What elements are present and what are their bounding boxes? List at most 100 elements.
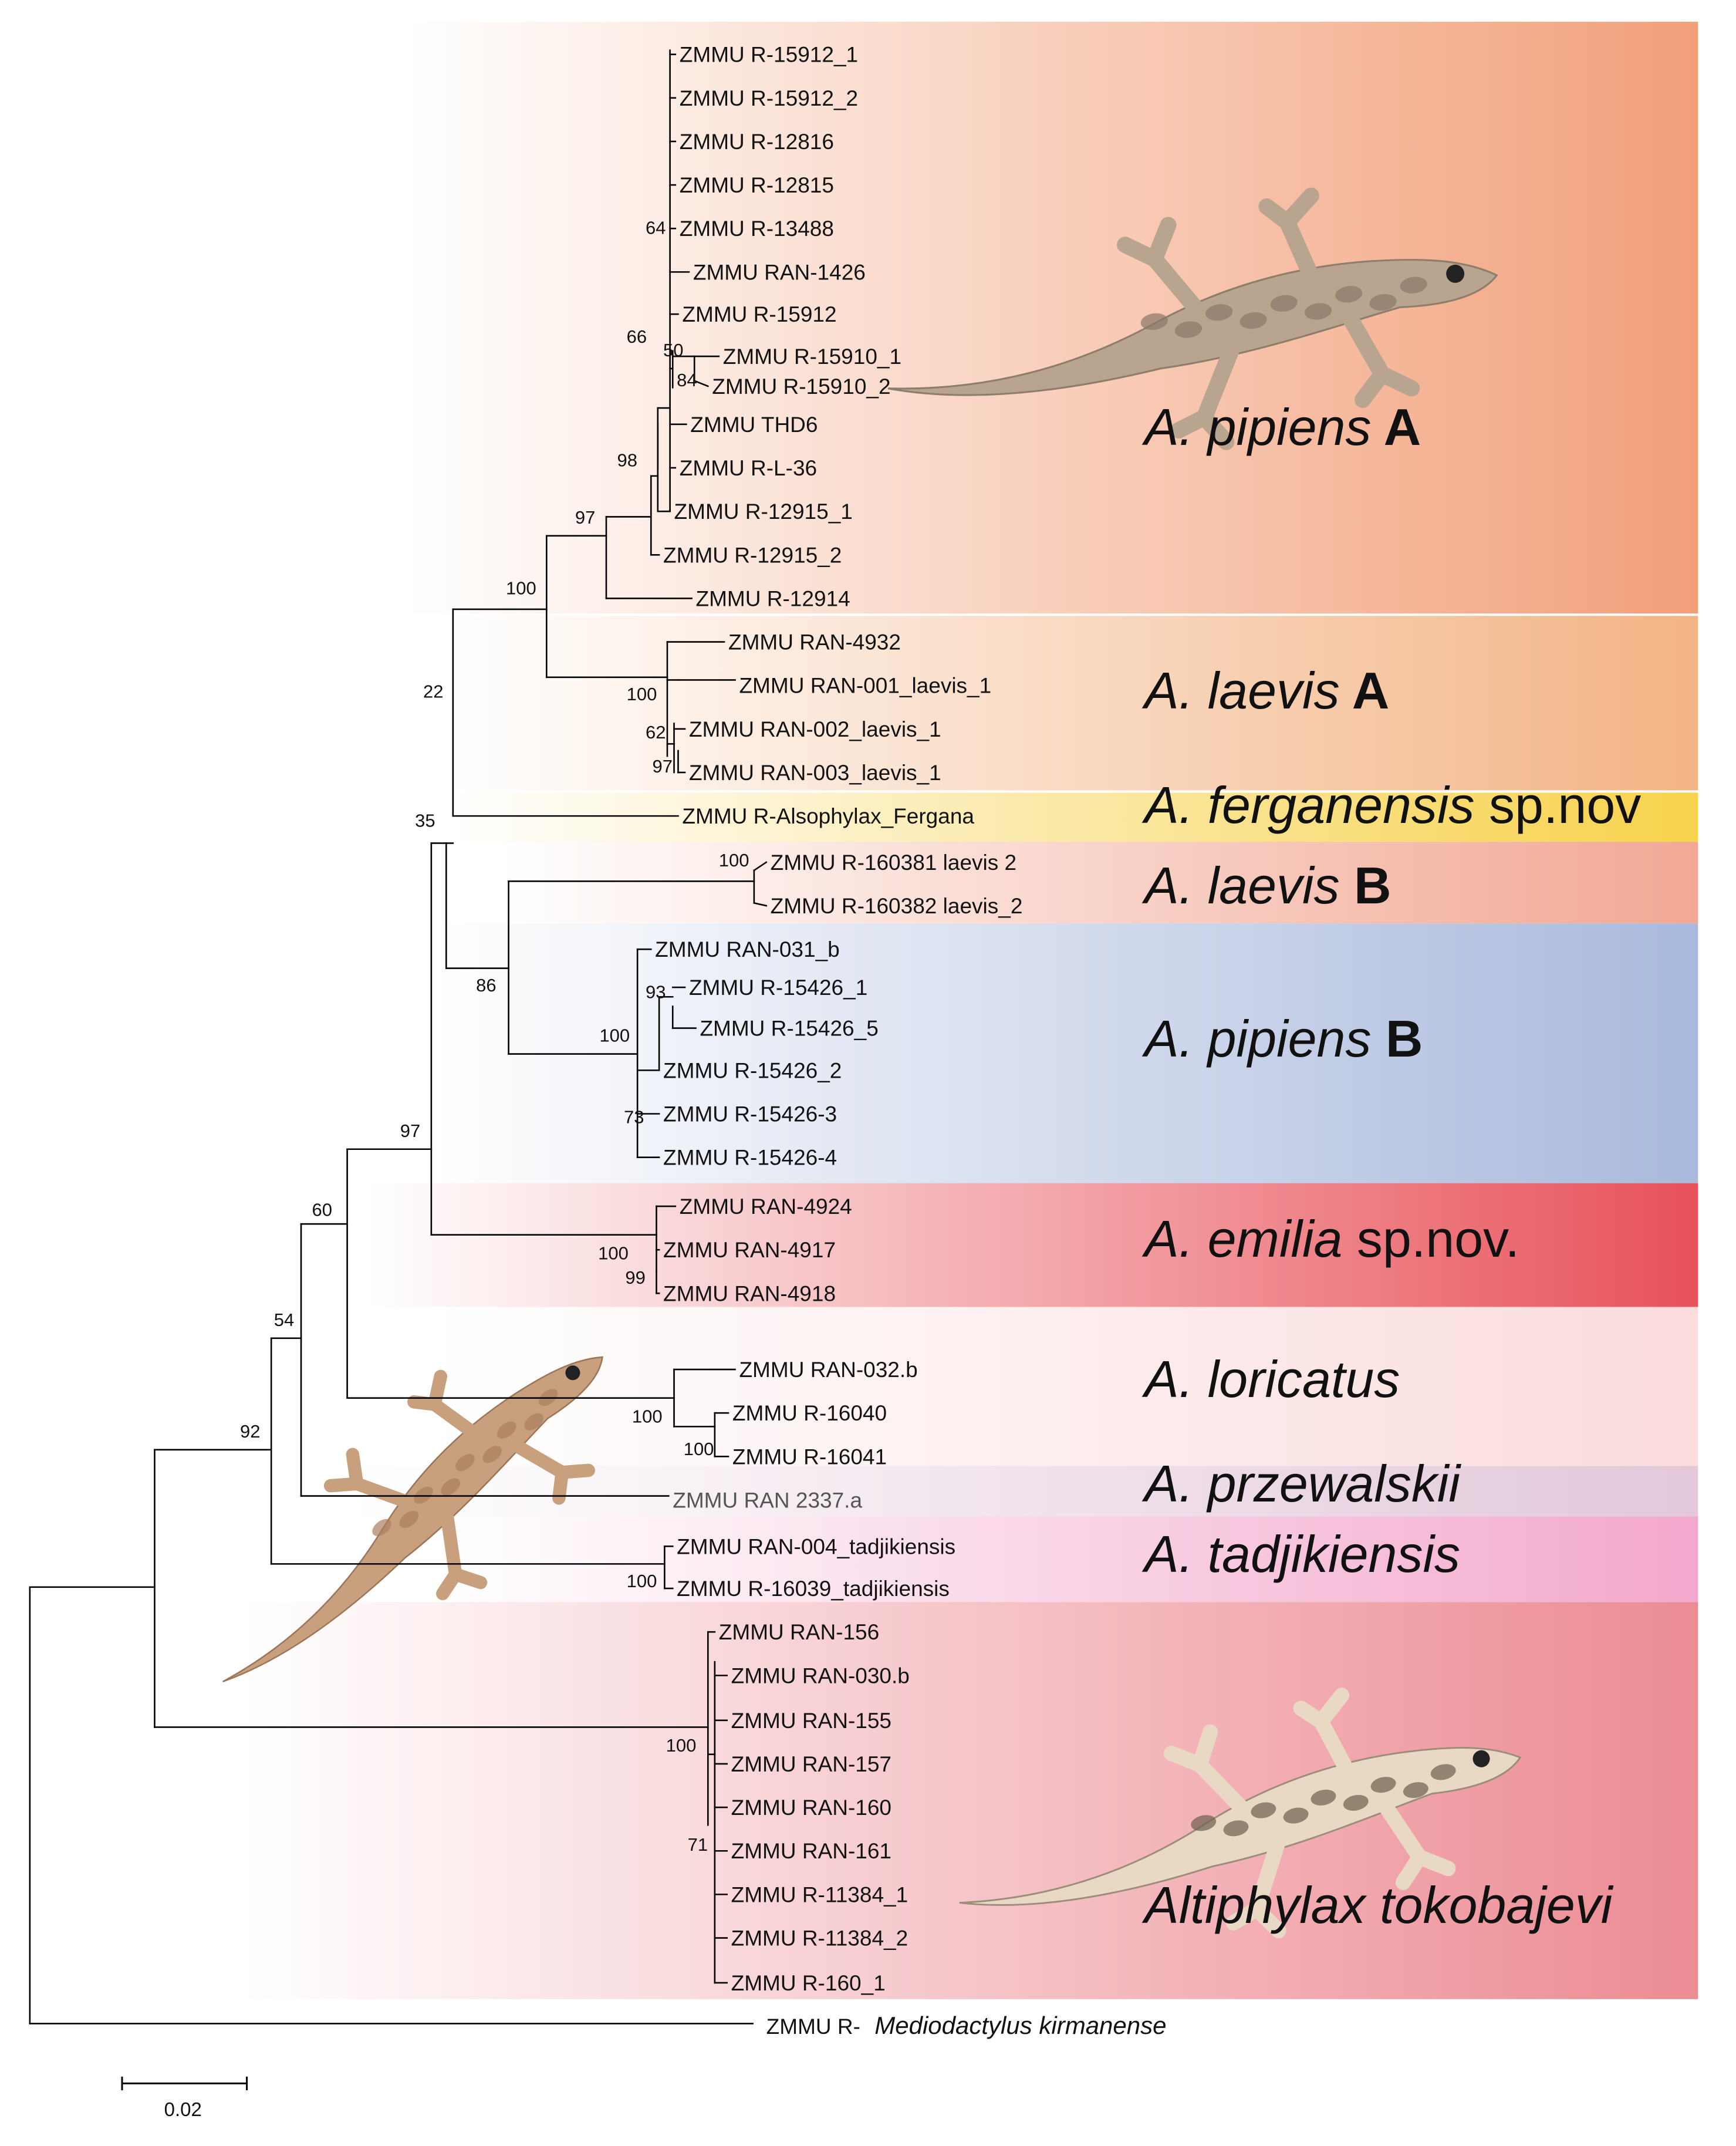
leaf-label: ZMMU RAN-1426 (693, 260, 866, 284)
bootstrap-value: 100 (666, 1735, 697, 1756)
leaf-label: ZMMU RAN-160 (731, 1796, 891, 1820)
gecko-spot (1191, 1815, 1217, 1831)
clade-name: A. loricatus (1144, 1349, 1400, 1408)
clade-name: A. ferganensis (1144, 775, 1475, 834)
clade-suffix: B (1339, 856, 1391, 915)
leaf-label: ZMMU R-15426_1 (689, 976, 867, 1000)
bootstrap-value: 73 (624, 1107, 644, 1128)
bootstrap-value: 100 (684, 1439, 714, 1459)
leaf-label: ZMMU THD6 (690, 413, 818, 437)
leaf-label: ZMMU R-15426_5 (700, 1017, 878, 1041)
gecko-spot (1174, 321, 1203, 338)
leaf-label: ZMMU R-12816 (680, 130, 834, 154)
leaf-label: ZMMU RAN-001_laevis_1 (739, 674, 991, 698)
clade-label-pipB: A. pipiens B (1144, 1009, 1423, 1069)
clade-label-alti: Altiphylax tokobajevi (1144, 1875, 1612, 1935)
gecko-spot (414, 1486, 433, 1504)
bootstrap-value: 92 (240, 1421, 260, 1442)
gecko-tokobajevi-photo (959, 1688, 1522, 1939)
gecko-eye (1472, 1750, 1490, 1767)
gecko-spot (497, 1421, 516, 1439)
clade-name: A. tadjikiensis (1144, 1525, 1461, 1584)
leaf-label: ZMMU R-15426_2 (663, 1058, 842, 1082)
gecko-spot (1283, 1807, 1309, 1824)
gecko-spot (1335, 286, 1363, 303)
gecko-spot (1251, 1802, 1276, 1818)
leaf-label: ZMMU RAN-4932 (728, 630, 901, 654)
bootstrap-value: 86 (476, 975, 496, 996)
tree-branch (753, 902, 768, 907)
leaf-label: ZMMU RAN-157 (731, 1752, 891, 1776)
clade-suffix: sp.nov (1474, 775, 1642, 834)
gecko-pipiens-photo (887, 187, 1498, 450)
clade-suffix: B (1371, 1010, 1423, 1068)
leaf-label: ZMMU RAN-4917 (663, 1238, 836, 1262)
clade-band-laeB (420, 842, 1698, 924)
leaf-label: ZMMU R-Alsophylax_Fergana (682, 804, 974, 828)
bootstrap-value: 71 (688, 1834, 708, 1855)
leaf-label: ZMMU RAN-004_tadjikiensis (677, 1534, 955, 1558)
leaf-label: ZMMU RAN-031_b (655, 937, 840, 961)
clade-band-alti (163, 1602, 1698, 1999)
bootstrap-value: 100 (632, 1406, 663, 1426)
leaf-label: ZMMU R-15910_1 (723, 345, 901, 369)
bootstrap-value: 93 (646, 982, 666, 1003)
leaf-label: ZMMU R-15912 (682, 302, 836, 326)
leaf-label: ZMMU R-13488 (680, 217, 834, 241)
clade-label-ferg: A. ferganensis sp.nov (1144, 775, 1641, 835)
clade-label-lori: A. loricatus (1144, 1349, 1400, 1409)
gecko-legs (323, 1369, 595, 1601)
gecko-eye (565, 1365, 580, 1381)
gecko-eye (1446, 264, 1465, 283)
leaf-label: ZMMU RAN-161 (731, 1839, 891, 1863)
leaf-label: ZMMU R-12915_1 (674, 500, 853, 524)
clade-suffix: A (1339, 662, 1390, 720)
gecko-spot (441, 1478, 461, 1496)
gecko-spot (1140, 313, 1168, 330)
clade-band-laeA (366, 615, 1698, 792)
bootstrap-value: 35 (415, 811, 435, 831)
gecko-spot (1403, 1782, 1428, 1799)
leaf-label: ZMMU RAN-156 (719, 1620, 879, 1644)
leaf-label: ZMMU RAN-032.b (739, 1358, 917, 1382)
leaf-label: ZMMU R-15426-3 (663, 1102, 837, 1126)
clade-name: A. laevis (1144, 662, 1340, 720)
gecko-spot (1343, 1794, 1369, 1811)
clade-name: A. pipiens (1144, 397, 1372, 456)
clade-name: A. pipiens (1144, 1010, 1372, 1068)
clade-suffix: sp.nov. (1342, 1209, 1520, 1268)
leaf-label: ZMMU R-15910_2 (712, 374, 890, 399)
gecko-spot (1369, 293, 1397, 311)
leaf-label: ZMMU RAN-030.b (731, 1664, 910, 1688)
gecko-spot (1270, 295, 1298, 312)
leaf-label: ZMMU R-11384_2 (731, 1926, 908, 1951)
gecko-spot (455, 1454, 475, 1472)
bootstrap-value: 64 (646, 217, 666, 238)
leaf-label: ZMMU R-15912_1 (680, 43, 858, 67)
tree-branch (753, 861, 768, 872)
bootstrap-value: 97 (653, 756, 673, 777)
gecko-spot (1239, 312, 1267, 329)
bootstrap-value: 100 (719, 850, 749, 870)
outgroup-label: ZMMU R- Mediodactylus kirmanense (766, 2012, 1167, 2039)
bootstrap-value: 97 (400, 1121, 420, 1141)
bootstrap-value: 54 (274, 1310, 294, 1330)
gecko-spot (1430, 1764, 1456, 1780)
clade-name: Altiphylax tokobajevi (1144, 1876, 1613, 1935)
leaf-label: ZMMU RAN-155 (731, 1709, 891, 1733)
leaf-label: ZMMU R-160_1 (731, 1971, 886, 1995)
leaf-label: ZMMU R-15912_2 (680, 86, 858, 110)
scale-bar-label: 0.02 (164, 2098, 202, 2120)
gecko-spot (1370, 1777, 1396, 1793)
leaf-label: ZMMU RAN-4918 (663, 1281, 836, 1305)
clade-band-emil (285, 1183, 1698, 1307)
leaf-label: ZMMU R-12914 (696, 586, 850, 610)
gecko-spot (524, 1413, 543, 1430)
bootstrap-value: 100 (627, 1571, 657, 1591)
clade-band-prze (271, 1466, 1698, 1517)
clade-label-pipA: A. pipiens A (1144, 397, 1421, 457)
bootstrap-value: 84 (677, 370, 697, 390)
bootstrap-value: 99 (625, 1267, 645, 1288)
gecko-spot (399, 1510, 419, 1528)
